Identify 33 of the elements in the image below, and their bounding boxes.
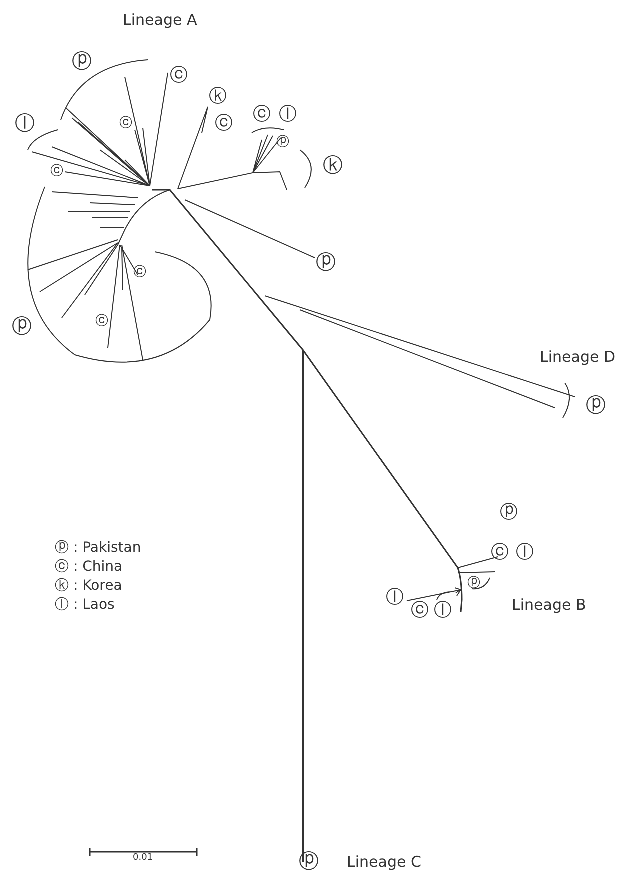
country-marker: ⓚ	[323, 155, 343, 175]
lineage-label: Lineage D	[540, 350, 616, 365]
legend-entry: ⓚ : Korea	[55, 579, 122, 593]
country-marker: ⓒ	[253, 106, 271, 124]
country-marker: ⓟ	[468, 576, 480, 590]
country-marker: ⓟ	[72, 51, 92, 71]
country-marker: ⓒ	[50, 164, 64, 178]
country-marker: ⓟ	[299, 851, 319, 871]
country-marker: ⓟ	[316, 252, 336, 272]
country-marker: ⓚ	[209, 88, 227, 106]
country-marker: ⓛ	[434, 602, 452, 620]
lineage-label: Lineage B	[512, 598, 586, 613]
country-marker: ⓛ	[279, 106, 297, 124]
country-marker: ⓟ	[500, 504, 518, 522]
lineage-label: Lineage A	[123, 13, 198, 28]
country-marker: ⓒ	[96, 314, 108, 328]
country-marker: ⓒ	[215, 115, 233, 133]
legend-entry: ⓟ : Pakistan	[55, 541, 142, 555]
country-marker: ⓛ	[15, 113, 35, 133]
lineage-label: Lineage C	[347, 855, 422, 870]
country-marker: ⓒ	[134, 266, 146, 278]
scale-value: 0.01	[133, 854, 154, 862]
legend-entry: ⓛ : Laos	[55, 598, 115, 612]
country-marker: ⓟ	[586, 395, 606, 415]
legend-entry: ⓒ : China	[55, 560, 123, 574]
country-marker: ⓒ	[491, 544, 509, 562]
country-marker: ⓒ	[120, 116, 132, 130]
country-marker: ⓛ	[386, 589, 404, 607]
country-marker: ⓒ	[170, 67, 188, 85]
country-marker: ⓟ	[12, 316, 32, 336]
country-marker: ⓒ	[411, 602, 429, 620]
country-marker: ⓟ	[276, 136, 290, 148]
country-marker: ⓛ	[516, 544, 534, 562]
